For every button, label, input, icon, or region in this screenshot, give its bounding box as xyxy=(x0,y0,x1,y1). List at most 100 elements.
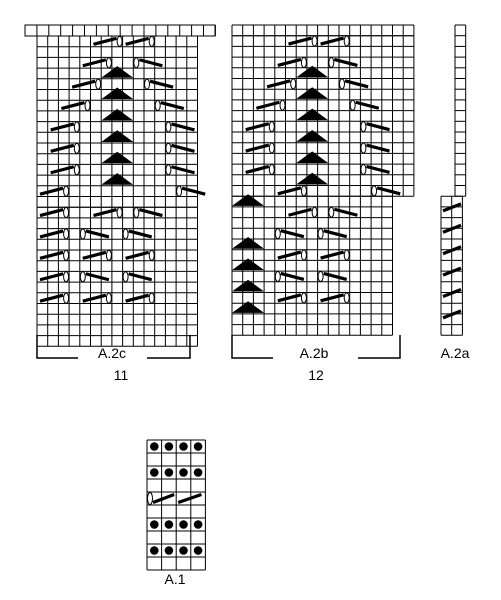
a2b-cable-end-15 xyxy=(371,185,378,197)
a2c-cable-end-29 xyxy=(105,292,112,304)
a2c-cable-16 xyxy=(39,208,64,218)
a2c-cable-17 xyxy=(93,208,118,218)
a2c-cable-end-4 xyxy=(95,78,102,90)
a2c-cable-end-18 xyxy=(133,207,140,219)
a2b-cable-11 xyxy=(365,143,390,153)
a2c-cable-19 xyxy=(39,229,64,239)
a2c-cable-end-30 xyxy=(148,292,155,304)
a2c-cable-12 xyxy=(50,165,75,175)
a2c-triangle-1 xyxy=(101,87,134,100)
a2c-cable-0 xyxy=(93,36,118,46)
a2b-triangle-0 xyxy=(296,65,329,78)
a2c-cable-end-14 xyxy=(63,185,70,197)
a2c-cable-21 xyxy=(128,229,153,239)
a2b-cable-end-2 xyxy=(300,56,307,68)
a2b-triangle-9 xyxy=(232,279,265,292)
a2c-triangle-5 xyxy=(101,173,134,185)
a1-dot-6 xyxy=(179,468,188,477)
a2c-cable-25 xyxy=(39,272,64,282)
a2b-cable-14 xyxy=(277,186,302,196)
a2b-cable-end-0 xyxy=(311,35,318,47)
a1-cable-left xyxy=(152,493,175,504)
a2b-cable-25 xyxy=(320,293,345,303)
a2a-grid-upper xyxy=(454,24,467,197)
a2c-cable-end-16 xyxy=(63,207,70,219)
a2c-cable-end-17 xyxy=(116,207,123,219)
a2b-cable-21 xyxy=(320,250,345,260)
a2b-cable-end-9 xyxy=(360,121,367,133)
a2a-cable-5 xyxy=(442,309,462,320)
a2b-cable-end-11 xyxy=(360,142,367,154)
a2c-cable-20 xyxy=(85,229,110,239)
a2b-cable-15 xyxy=(376,186,401,196)
a2c-cable-end-1 xyxy=(148,35,155,47)
a2b-triangle-8 xyxy=(232,258,265,271)
a2b-grid-lower xyxy=(231,195,393,336)
a2b-cable-24 xyxy=(277,293,302,303)
a1-dot-13 xyxy=(164,546,174,555)
label-a2c: A.2c xyxy=(97,345,126,361)
a2b-cable-end-6 xyxy=(279,99,286,111)
a2c-cable-end-6 xyxy=(84,100,91,112)
a2b-cable-end-19 xyxy=(317,228,324,240)
a2c-cable-end-23 xyxy=(105,249,112,261)
a2b-triangle-4 xyxy=(296,151,329,164)
a1-dot-8 xyxy=(150,520,159,529)
a2b-cable-end-1 xyxy=(343,35,350,47)
a2b-cable-9 xyxy=(365,122,390,132)
a2c-cable-end-22 xyxy=(63,249,70,261)
a2b-cable-end-25 xyxy=(343,292,350,304)
a2c-cable-5 xyxy=(149,79,174,89)
a2b-cable-end-14 xyxy=(300,185,307,197)
a1-dot-12 xyxy=(150,546,159,555)
a2b-cable-end-12 xyxy=(268,163,275,175)
a2c-cable-end-10 xyxy=(73,142,80,154)
a2b-cable-16 xyxy=(288,207,313,217)
a2b-cable-4 xyxy=(266,79,291,89)
a1-dot-3 xyxy=(193,442,203,451)
a2b-cable-end-20 xyxy=(300,249,307,261)
a2c-cable-end-21 xyxy=(122,228,129,240)
a2b-cable-end-17 xyxy=(328,206,335,218)
a2b-cable-end-22 xyxy=(274,270,281,282)
a2b-triangle-7 xyxy=(232,237,265,249)
a2a-cable-4 xyxy=(442,288,462,298)
a2b-triangle-3 xyxy=(296,130,329,142)
a1-dot-10 xyxy=(179,520,188,529)
a2c-cable-end-20 xyxy=(79,228,86,240)
a2c-cable-15 xyxy=(181,186,206,196)
a1-dot-14 xyxy=(179,546,188,555)
a2c-cable-end-3 xyxy=(133,57,140,69)
a2b-cable-end-13 xyxy=(360,163,367,175)
a2c-cable-14 xyxy=(39,186,64,196)
a1-cable-right xyxy=(177,492,202,505)
a2c-cable-end-15 xyxy=(176,185,183,197)
a2c-cable-end-11 xyxy=(165,142,172,154)
a1-cable-end-left xyxy=(147,492,153,505)
label-a2b: A.2b xyxy=(299,345,329,361)
a2c-cable-end-2 xyxy=(105,57,112,69)
a2b-triangle-6 xyxy=(232,194,265,206)
a2c-cable-end-8 xyxy=(73,121,80,133)
a2c-cable-23 xyxy=(82,250,107,260)
a2c-triangle-3 xyxy=(101,130,134,142)
a2b-cable-18 xyxy=(280,229,305,239)
a2c-cable-29 xyxy=(82,293,107,303)
a1-dot-1 xyxy=(164,442,174,451)
a2c-cable-end-13 xyxy=(165,164,172,176)
a2b-cable-7 xyxy=(355,100,380,110)
a2c-cable-end-27 xyxy=(122,271,129,283)
a2c-cable-18 xyxy=(138,208,163,218)
a2b-bracket-right xyxy=(358,335,401,359)
a2b-cable-22 xyxy=(280,271,305,281)
a2a-cable-0 xyxy=(442,202,462,213)
a2c-cable-9 xyxy=(170,122,195,132)
a2b-cable-end-18 xyxy=(274,228,281,240)
a2c-cable-end-5 xyxy=(144,78,150,90)
a2b-cable-17 xyxy=(333,207,358,217)
a2c-cable-end-9 xyxy=(165,121,172,133)
a1-dot-0 xyxy=(150,442,159,451)
a1-dot-5 xyxy=(164,468,174,477)
a2c-cable-11 xyxy=(170,143,195,153)
